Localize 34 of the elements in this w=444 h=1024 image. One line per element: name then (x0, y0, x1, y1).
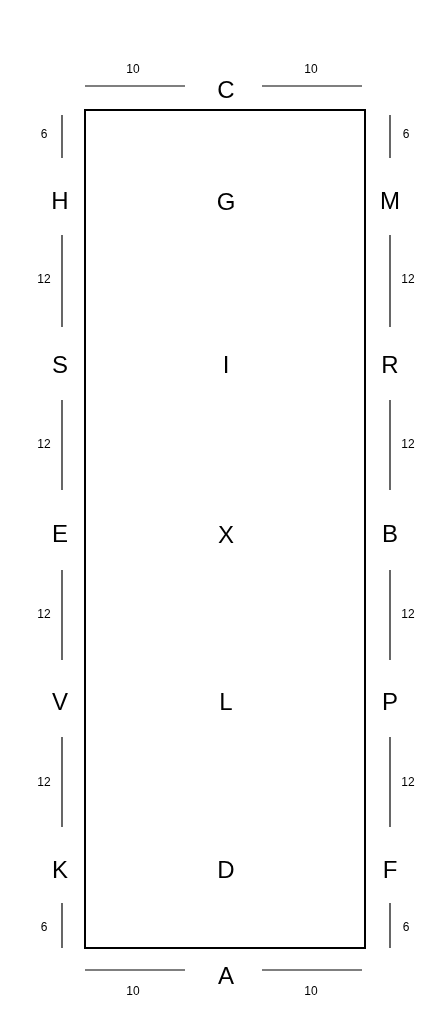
dimension-label: 12 (401, 608, 415, 620)
dimension-label: 12 (37, 273, 51, 285)
dimension-label: 12 (37, 438, 51, 450)
dimension-label: 6 (40, 921, 48, 933)
marker-letter: D (217, 858, 235, 882)
dimension-label: 10 (126, 63, 140, 75)
marker-letter: X (218, 523, 234, 547)
marker-letter: G (216, 190, 236, 214)
dimension-label: 6 (402, 128, 410, 140)
marker-letter: E (52, 522, 68, 546)
dimension-label: 12 (401, 438, 415, 450)
marker-letter: K (52, 858, 68, 882)
marker-letter: H (51, 189, 69, 213)
marker-letter: R (381, 353, 399, 377)
marker-letter: I (222, 353, 230, 377)
marker-letter: F (382, 858, 398, 882)
dimension-label: 10 (304, 985, 318, 997)
marker-letter: P (382, 690, 398, 714)
marker-letter: B (382, 522, 398, 546)
marker-letter: C (217, 78, 235, 102)
marker-letter: L (219, 690, 233, 714)
dimension-label: 10 (304, 63, 318, 75)
arena-outline (84, 109, 366, 949)
dimension-label: 12 (401, 776, 415, 788)
dimension-label: 12 (37, 608, 51, 620)
marker-letter: V (52, 690, 68, 714)
dimension-label: 12 (401, 273, 415, 285)
marker-letter: S (52, 353, 68, 377)
marker-letter: M (380, 189, 400, 213)
dimension-label: 10 (126, 985, 140, 997)
dimension-label: 6 (40, 128, 48, 140)
marker-letter: A (218, 964, 234, 988)
dimension-label: 6 (402, 921, 410, 933)
dimension-label: 12 (37, 776, 51, 788)
